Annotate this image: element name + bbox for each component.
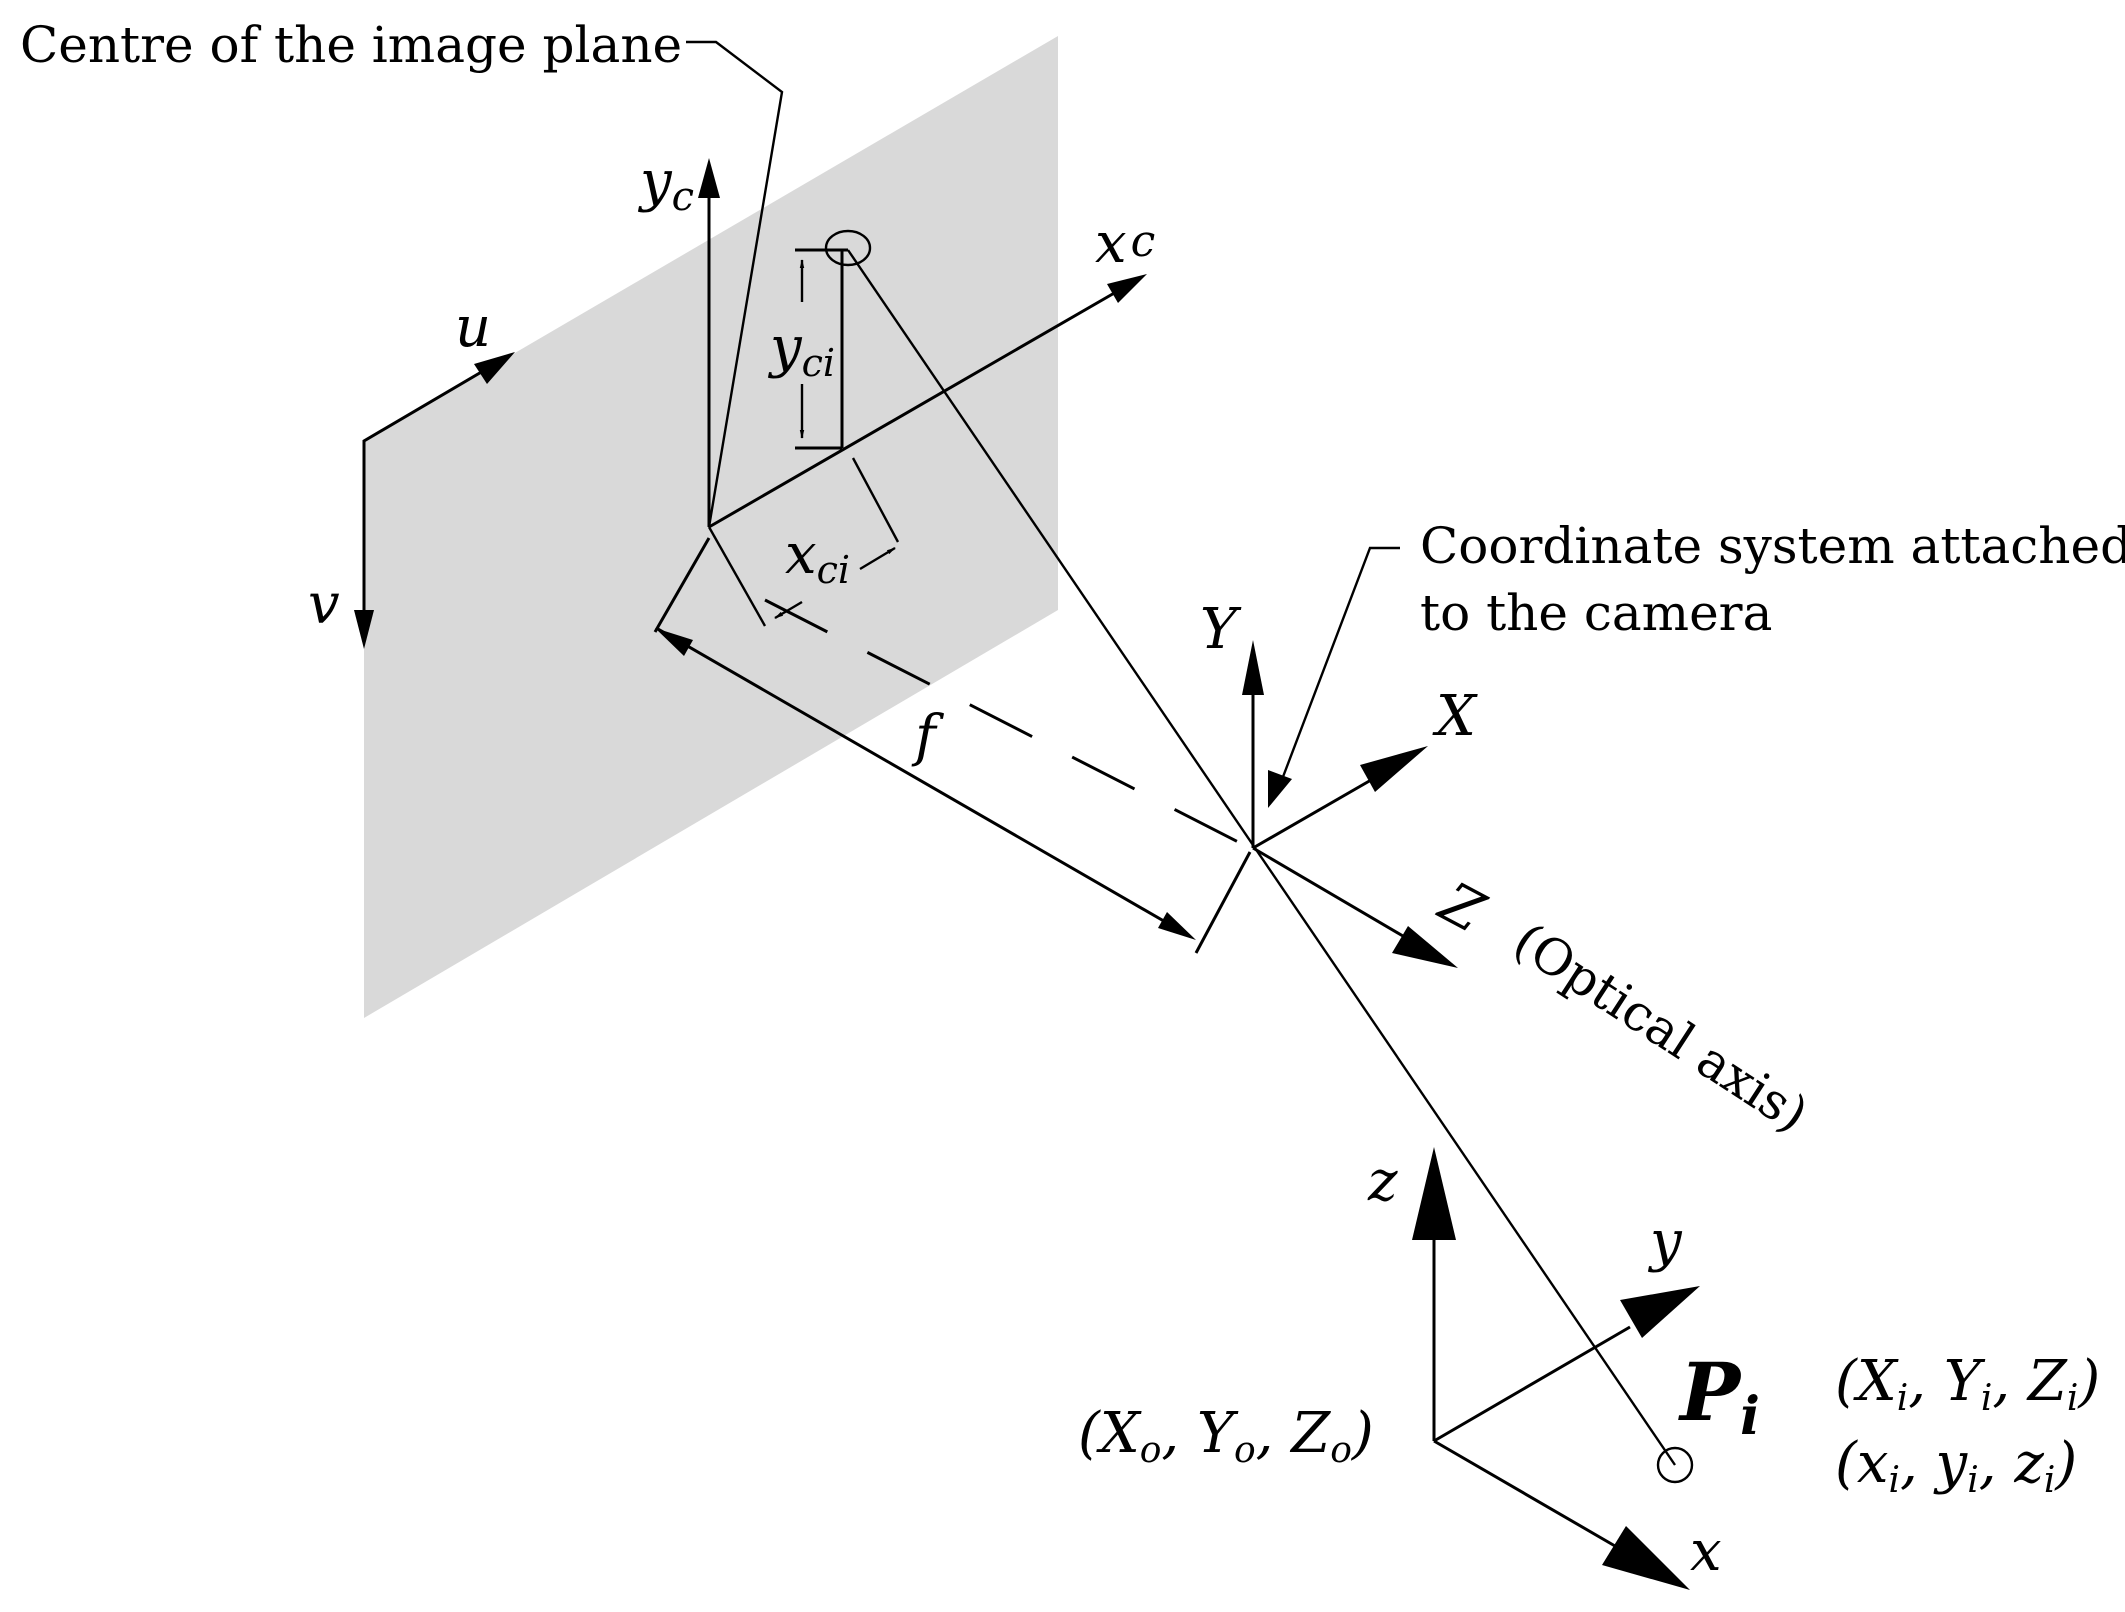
camera-coords-annotation-line1: Coordinate system attached xyxy=(1420,517,2125,575)
optical-axis-dashed xyxy=(764,598,1251,850)
world-z-label: z xyxy=(1367,1149,1398,1214)
object-point-label: Pi xyxy=(1678,1345,1760,1447)
camera-Y-label: Y xyxy=(1200,597,1242,662)
u-axis-label: u xyxy=(455,295,491,360)
object-point-world-coords: (Xi, Yi, Zi) xyxy=(1835,1349,2100,1419)
camera-axes xyxy=(1242,640,1458,968)
image-centre-annotation: Centre of the image plane xyxy=(20,16,682,74)
world-origin-coords: (Xo, Yo, Zo) xyxy=(1078,1401,1374,1471)
image-plane-axes xyxy=(698,158,1147,529)
camera-coords-annotation-line2: to the camera xyxy=(1420,584,1772,642)
yc-axis-label: yc xyxy=(637,149,694,220)
image-centre-leader xyxy=(686,40,784,528)
focal-length-dimension xyxy=(653,537,1252,954)
world-y-label: y xyxy=(1647,1209,1683,1274)
yci-label: yci xyxy=(767,315,835,385)
uv-axes xyxy=(354,352,515,649)
v-axis-label: v xyxy=(308,572,340,637)
focal-length-label: f xyxy=(911,704,945,769)
xc-axis-label: xc xyxy=(1095,211,1155,276)
camera-X-label: X xyxy=(1432,684,1478,749)
camera-coords-leader xyxy=(1276,546,1400,791)
projection-ray xyxy=(847,249,1676,1466)
xci-label: xci xyxy=(785,522,850,592)
object-point-local-coords: (xi, yi, zi) xyxy=(1835,1431,2077,1501)
xci-dimension xyxy=(707,457,900,627)
yci-dimension xyxy=(795,248,848,450)
camera-Z-label: Z xyxy=(1428,869,1496,946)
optical-axis-annotation: (Optical axis) xyxy=(1503,911,1818,1143)
world-x-label: x xyxy=(1690,1519,1722,1584)
object-point-marker xyxy=(1656,1446,1694,1484)
world-axes xyxy=(1412,1147,1700,1590)
image-point-marker xyxy=(824,229,872,267)
